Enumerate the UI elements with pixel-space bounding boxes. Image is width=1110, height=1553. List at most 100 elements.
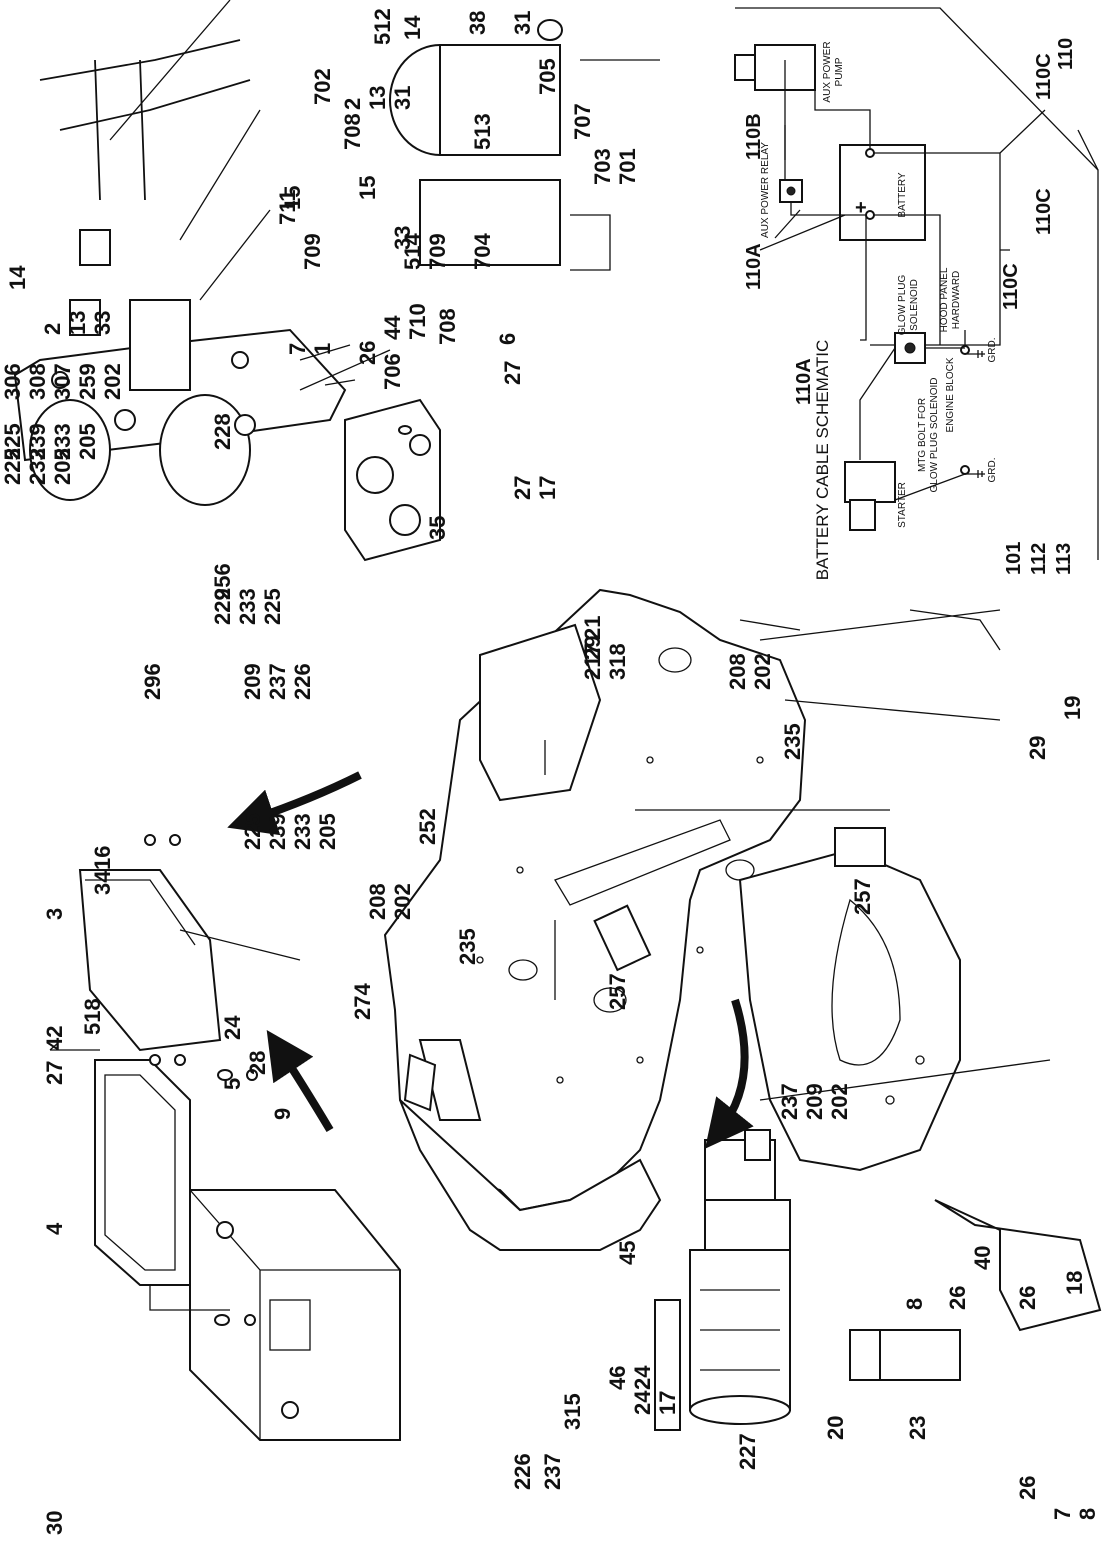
starter-symbol (844, 461, 896, 503)
spring-23 (879, 1329, 961, 1381)
callout-701: 701 (615, 148, 640, 185)
callout-14: 14 (400, 15, 425, 40)
callout-31: 31 (510, 11, 535, 35)
callout-202: 202 (390, 883, 415, 920)
controller-518 (78, 834, 301, 1066)
relay-terminal (786, 186, 796, 196)
callout-225: 225 (240, 813, 265, 850)
callout-14: 14 (5, 265, 30, 290)
callout-306: 306 (0, 363, 25, 400)
callout-5: 5 (220, 1078, 245, 1090)
callout-233: 233 (290, 813, 315, 850)
frame-edges (739, 609, 1051, 1101)
callout-34: 34 (90, 870, 115, 895)
callout-259: 259 (75, 363, 100, 400)
bolt-6 (299, 349, 391, 391)
callout-512: 512 (370, 8, 395, 45)
hose-14 (39, 39, 251, 131)
battery-negative-terminal (865, 148, 875, 158)
callout-110C: 110C (1000, 263, 1022, 310)
callout-24: 24 (220, 1015, 245, 1040)
callout-308: 308 (25, 363, 50, 400)
callout-235: 235 (455, 928, 480, 965)
callout-26: 26 (355, 341, 380, 365)
callout-235: 235 (780, 723, 805, 760)
bracket-45 (654, 1299, 681, 1431)
callout-27: 27 (510, 476, 535, 500)
callout-709: 709 (300, 233, 325, 270)
callout-35: 35 (425, 516, 450, 540)
solenoid-228 (159, 394, 251, 506)
wire-110a-relay (790, 202, 866, 216)
callout-706: 706 (380, 353, 405, 390)
mtg-bolt-label2: GLOW PLUG SOLENOID (929, 377, 940, 492)
callout-209: 209 (802, 1083, 827, 1120)
callout-110B: 110B (743, 113, 765, 160)
callout-274: 274 (350, 983, 375, 1020)
callout-24: 24 (630, 1365, 655, 1390)
cap-31 (537, 19, 563, 41)
aux-pump-label2: PUMP (834, 57, 845, 86)
callout-252: 252 (415, 808, 440, 845)
battery-label-plate (269, 1299, 311, 1351)
solenoid-terminal (904, 342, 916, 354)
callout-30: 30 (42, 1511, 67, 1535)
plus-sign: + (855, 197, 867, 219)
callout-217: 217 (580, 643, 605, 680)
callout-233: 233 (25, 448, 50, 485)
callout-8: 8 (902, 1298, 927, 1310)
callout-205: 205 (75, 423, 100, 460)
callout-23: 23 (905, 1416, 930, 1440)
grd-label-2: GRD. (987, 458, 998, 483)
callout-26: 26 (1015, 1476, 1040, 1500)
callout-31: 31 (390, 86, 415, 110)
callout-233: 233 (50, 423, 75, 460)
schematic-border (735, 7, 1099, 560)
callout-237: 237 (777, 1083, 802, 1120)
callout-226: 226 (290, 663, 315, 700)
callouts: 4 27 42 30 3 226 237 315 9 28 46 24 24 1… (0, 8, 1100, 1535)
callout-45: 45 (615, 1241, 640, 1265)
callout-708: 708 (340, 113, 365, 150)
lower-bracket (738, 848, 961, 1172)
callout-40: 40 (970, 1246, 995, 1270)
callout-9: 9 (270, 1108, 295, 1120)
bracket-704 (570, 214, 611, 271)
callout-33: 33 (90, 311, 115, 335)
nut-16 (144, 834, 156, 846)
callout-233: 233 (235, 588, 260, 625)
callout-229: 229 (210, 588, 235, 625)
callout-19: 19 (1060, 696, 1085, 720)
callout-4: 4 (42, 1222, 67, 1235)
callout-17: 17 (655, 1391, 680, 1415)
starter-solenoid (744, 1129, 771, 1161)
callout-28: 28 (245, 1051, 270, 1075)
leader-lines (544, 740, 890, 1000)
hold-down-30 (49, 1042, 258, 1326)
starter-body (849, 499, 876, 531)
wire-to-starter (859, 347, 896, 460)
callout-42: 42 (42, 1026, 67, 1050)
wire-110c-pump (814, 90, 871, 149)
solenoid-panel (13, 299, 356, 506)
callout-205: 205 (50, 448, 75, 485)
frame-gusset (418, 1039, 482, 1121)
callout-7: 7 (285, 343, 310, 355)
callout-704: 704 (470, 233, 495, 270)
arrow-panel (227, 771, 362, 836)
callout-24: 24 (630, 1390, 655, 1415)
engine-block-label: ENGINE BLOCK (945, 357, 956, 432)
pipe-edges (109, 0, 271, 301)
solenoid-252 (29, 399, 111, 501)
callout-112: 112 (1028, 543, 1050, 575)
callout-38: 38 (465, 11, 490, 35)
solenoid-bracket-514 (419, 179, 561, 266)
callout-225: 225 (0, 423, 25, 460)
callout-3: 3 (42, 908, 67, 920)
callout-46: 46 (605, 1366, 630, 1390)
callout-225: 225 (260, 588, 285, 625)
arrow-battery (266, 1030, 334, 1133)
callout-101: 101 (1003, 542, 1025, 575)
pump-motor (439, 44, 561, 156)
callout-27: 27 (500, 361, 525, 385)
